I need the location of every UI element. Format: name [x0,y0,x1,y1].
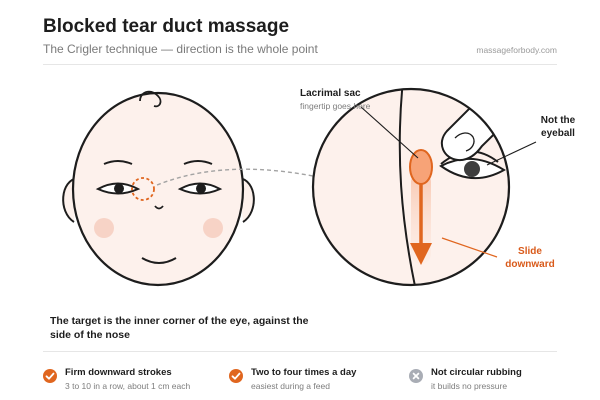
left-eyebrow [103,160,133,165]
lacrimal-sac-sublabel: fingertip goes here [300,101,371,111]
tip-title: Two to four times a day [251,367,357,378]
right-pupil [196,183,206,194]
tip-description: easiest during a feed [251,381,330,391]
lacrimal-leader [360,106,419,159]
tip-firm-strokes: Firm downward strokes 3 to 10 in a row, … [43,367,190,391]
page-subtitle: The Crigler technique — direction is the… [43,42,318,56]
slide-arrow-head [410,243,432,265]
left-cheek [94,218,114,238]
nose-side-line [398,89,419,285]
right-cheek [203,218,223,238]
hair-curl [139,90,162,108]
zoomed-pupil [464,161,480,177]
nose [154,205,164,210]
mouth [141,257,177,264]
eyeball-label: Not the eyeball [540,115,576,139]
tip-description: it builds no pressure [431,381,508,391]
page-title: Blocked tear duct massage [43,16,290,37]
lacrimal-sac-label: Lacrimal sac [300,88,361,99]
slide-downward-label: Slide downward [505,246,555,270]
lacrimal-sac-target [409,149,433,185]
target-ring [131,177,155,201]
tip-frequency: Two to four times a day easiest during a… [229,367,356,391]
cross-icon [409,369,423,383]
header-divider [43,64,557,65]
eyeball-leader [486,141,537,166]
check-icon [43,369,57,383]
baby-face [62,90,255,287]
right-eyebrow [183,160,213,165]
target-caption: The target is the inner corner of the ey… [50,315,309,341]
tip-not-circular: Not circular rubbing it builds no pressu… [409,367,522,391]
tip-description: 3 to 10 in a row, about 1 cm each [65,381,191,391]
zoom-connector [156,168,329,186]
head-outline [71,91,245,287]
tip-title: Firm downward strokes [65,367,172,378]
tip-title: Not circular rubbing [431,367,522,378]
footer-divider [43,351,557,352]
check-icon [229,369,243,383]
site-credit: massageforbody.com [476,45,557,55]
left-pupil [114,183,124,194]
slide-leader [441,237,498,258]
